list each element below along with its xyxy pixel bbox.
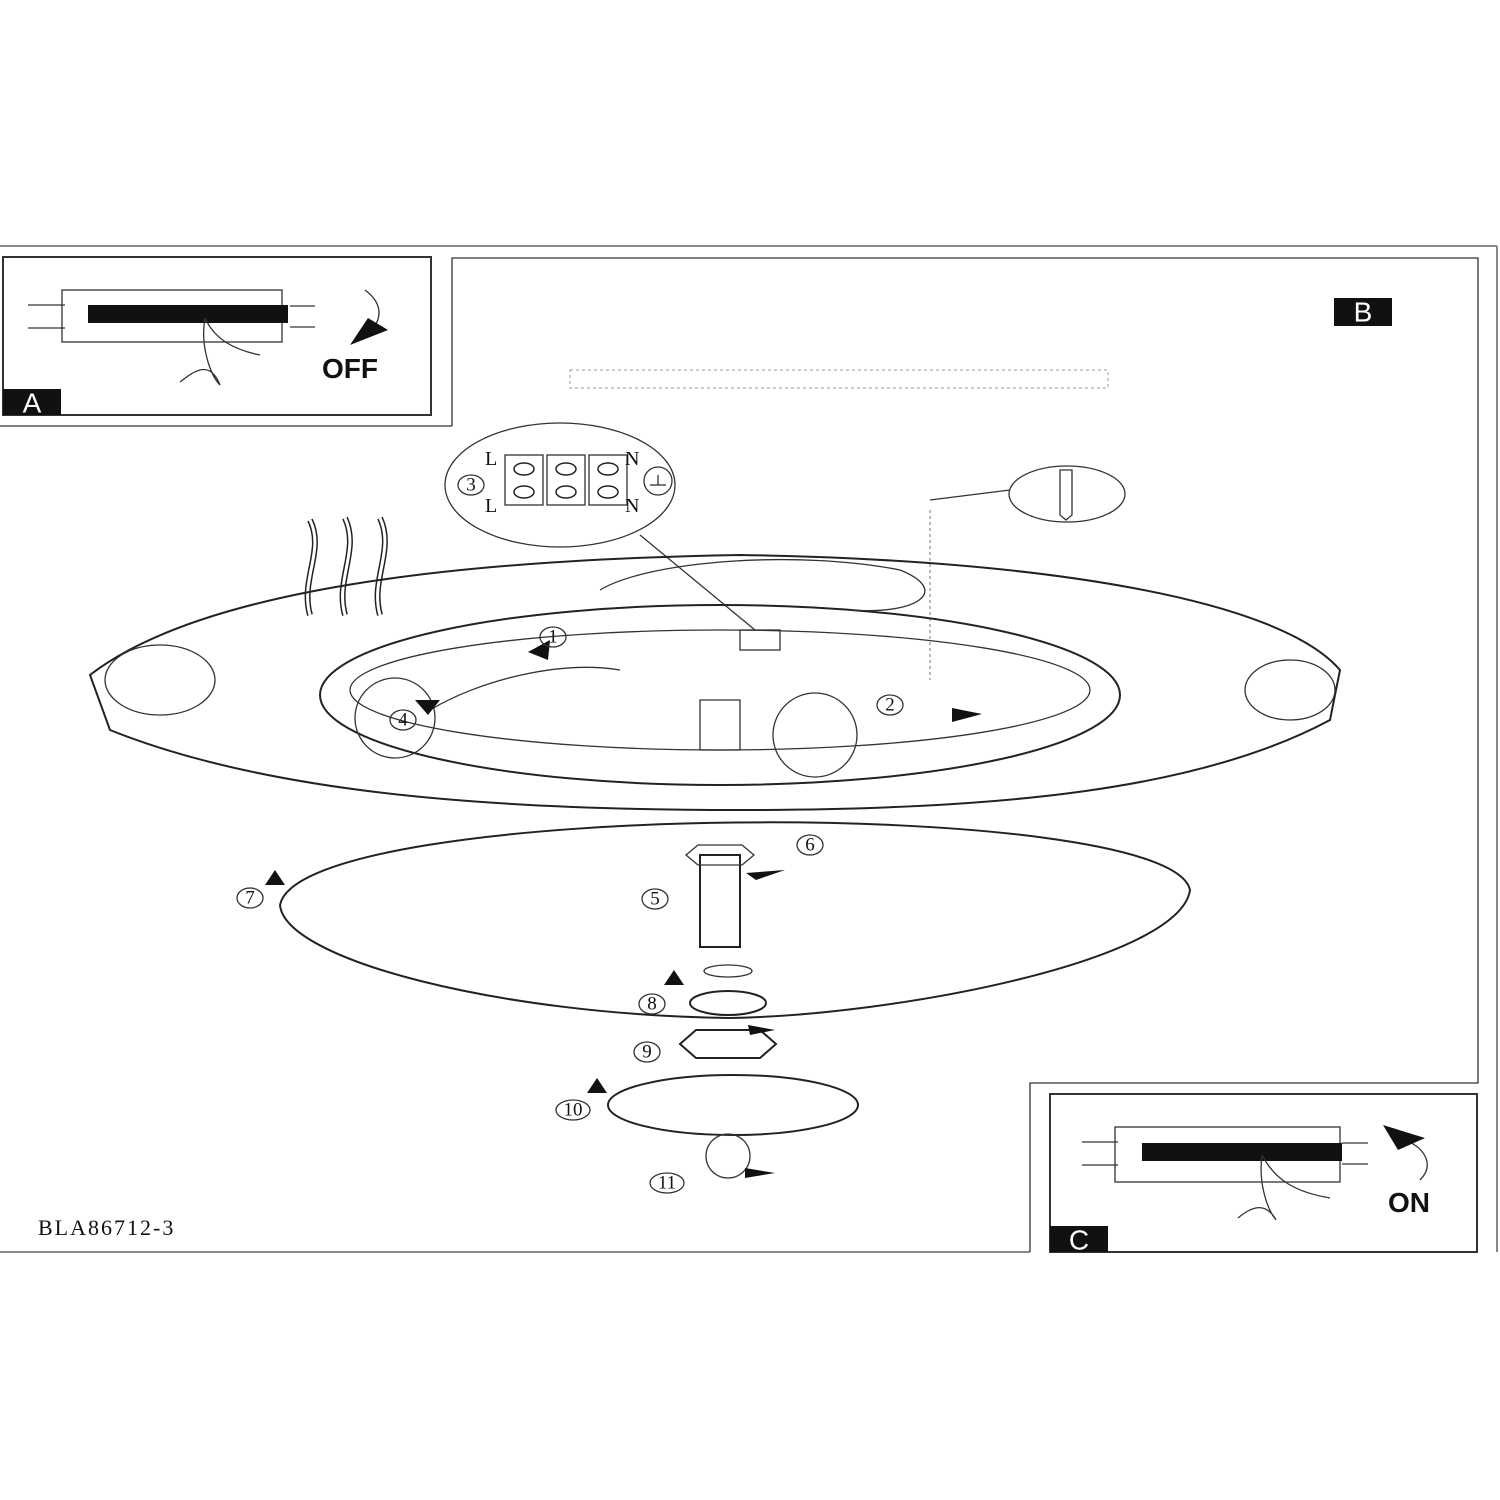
page-frame (0, 245, 1498, 1253)
svg-text:7: 7 (245, 888, 255, 909)
panel-a-breaker-off: OFF A (2, 256, 432, 419)
svg-text:8: 8 (647, 994, 657, 1015)
on-label: ON (1388, 1187, 1430, 1218)
ceiling-hatch (569, 369, 1109, 389)
wall-plug-detail (929, 465, 1126, 680)
terminal-label-n-bottom: N (625, 495, 639, 517)
panel-c-breaker-on: ON C (1049, 1093, 1478, 1256)
hardware-stack (607, 844, 859, 1179)
step-8: 8 (638, 993, 666, 1015)
svg-text:10: 10 (564, 1100, 583, 1121)
terminal-block-detail: L N L N (444, 422, 756, 631)
terminal-label-n-top: N (625, 448, 639, 470)
hand-icon (1237, 1154, 1331, 1221)
step-1: 1 (539, 626, 567, 648)
lamp-base (88, 553, 1342, 812)
svg-text:3: 3 (466, 475, 476, 496)
rotate-arrow-icon (1404, 1139, 1428, 1181)
step-11: 11 (649, 1172, 685, 1194)
step-6: 6 (796, 834, 824, 856)
step-7: 7 (236, 887, 264, 909)
panel-b-tag: B (1354, 297, 1373, 328)
hand-icon (179, 317, 261, 386)
svg-text:6: 6 (805, 835, 815, 856)
step-10: 10 (555, 1099, 591, 1121)
svg-text:2: 2 (885, 695, 895, 716)
off-label: OFF (322, 353, 378, 384)
circuit-breaker-icon (28, 289, 315, 343)
step-2: 2 (876, 694, 904, 716)
svg-text:9: 9 (642, 1042, 652, 1063)
model-code: BLA86712-3 (38, 1215, 175, 1240)
svg-text:4: 4 (398, 710, 408, 731)
panel-a-tag: A (23, 388, 42, 419)
step-5: 5 (641, 888, 669, 910)
step-9: 9 (633, 1041, 661, 1063)
terminal-label-l-top: L (485, 448, 497, 470)
svg-text:11: 11 (658, 1173, 676, 1194)
glass-shade (278, 821, 1192, 1020)
panel-c-tag: C (1069, 1225, 1089, 1256)
ground-symbol-icon (643, 466, 673, 496)
terminal-label-l-bottom: L (485, 495, 497, 517)
step-numbers: 1 2 3 4 5 6 7 8 9 10 11 (236, 474, 904, 1194)
step-4: 4 (389, 709, 417, 731)
svg-text:5: 5 (650, 889, 660, 910)
step-3: 3 (457, 474, 485, 496)
circuit-breaker-icon (1082, 1126, 1368, 1183)
direction-arrows (265, 640, 982, 1178)
svg-text:1: 1 (548, 627, 558, 648)
